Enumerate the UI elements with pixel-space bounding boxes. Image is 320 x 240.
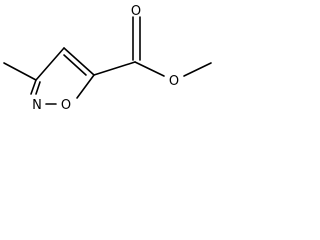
bond-o1-c5 [76, 74, 95, 99]
bond-ester-o-methyl [183, 62, 212, 77]
bond-c4-c3 [35, 47, 65, 81]
atom-label-ring-nitrogen: N [32, 98, 42, 113]
bond-c3-n2-single [30, 79, 37, 95]
molecule-svg: O O N O [3, 4, 212, 113]
bond-methyl-c3 [3, 62, 37, 81]
bond-c5-c4-single [63, 47, 95, 76]
bond-c5-c4-double [63, 54, 87, 76]
bond-c5-carbonyl [93, 61, 136, 76]
bond-c3-n2-double [35, 81, 41, 95]
atom-label-ester-oxygen: O [169, 74, 179, 89]
bond-carbonyl-ester-o [134, 61, 165, 77]
structure-diagram: O O N O [0, 0, 214, 126]
atom-label-ring-oxygen: O [61, 98, 71, 113]
atom-label-carbonyl-oxygen: O [131, 4, 141, 19]
